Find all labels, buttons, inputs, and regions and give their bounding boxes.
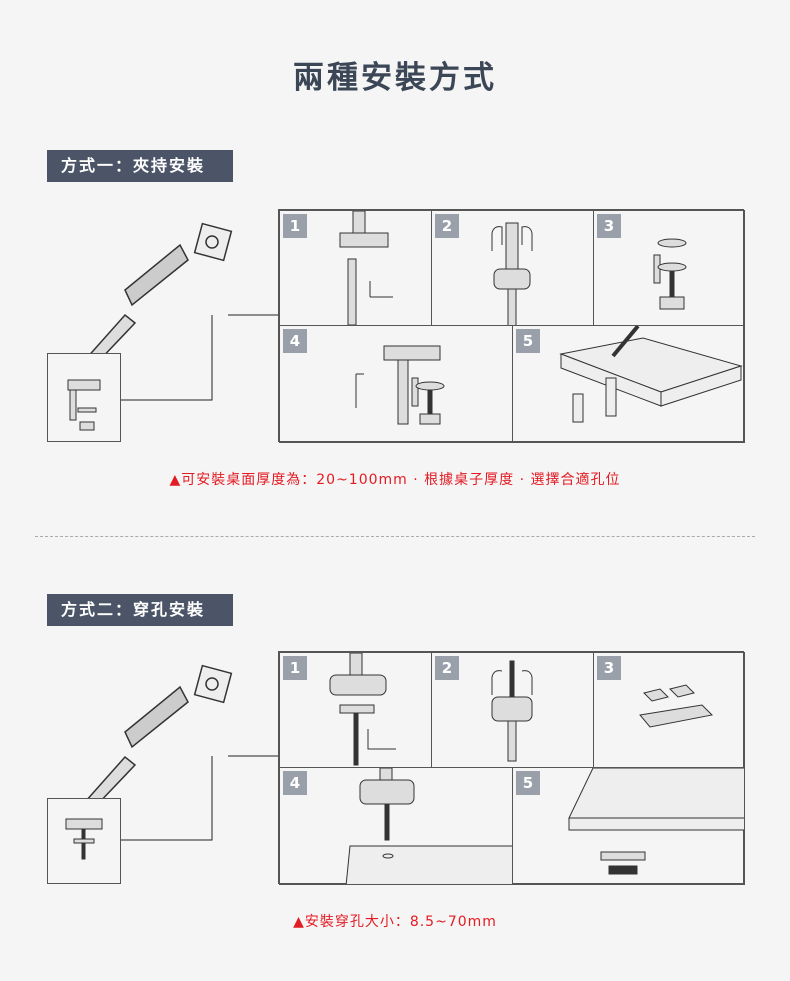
- method1-step-1: 1: [279, 210, 432, 326]
- bracket-illustration: [491, 222, 533, 325]
- clamp-base-illustration: [339, 211, 393, 325]
- clamp-assembly-illustration: [355, 345, 445, 425]
- method2-step-1: 1: [279, 652, 432, 768]
- method1-step-2: 2: [431, 210, 594, 326]
- step-number: 4: [283, 329, 307, 353]
- method1-note: ▲可安裝桌面厚度為：20~100mm · 根據桌子厚度 · 選擇合適孔位: [169, 472, 621, 488]
- step-number: 5: [516, 329, 540, 353]
- method1-step-3: 3: [593, 210, 745, 326]
- method1-label: 方式一：夾持安裝: [47, 150, 233, 182]
- desk-clamp-illustration: [559, 326, 743, 423]
- method2-note: ▲安裝穿孔大小：8.5~70mm: [293, 914, 497, 930]
- method2-label: 方式二：穿孔安裝: [47, 594, 233, 626]
- section-divider: [35, 536, 755, 537]
- method2-thumbnail: [47, 798, 121, 884]
- method2-step-5: 5: [512, 767, 745, 885]
- step-number: 4: [283, 771, 307, 795]
- bracket-bolt-illustration: [491, 660, 533, 762]
- step-number: 1: [283, 656, 307, 680]
- clamp-icon: [67, 379, 101, 431]
- step-number: 2: [435, 214, 459, 238]
- method2-step-3: 3: [593, 652, 745, 768]
- method1-thumbnail: [47, 353, 121, 442]
- through-hole-icon: [65, 818, 103, 860]
- step-number: 3: [597, 656, 621, 680]
- method1-step-4: 4: [279, 325, 513, 443]
- clamp-plate-illustration: [653, 238, 687, 310]
- method1-steps-grid: 1 2 3 4 5: [278, 209, 745, 443]
- method2-step-4: 4: [279, 767, 513, 885]
- method2-step-2: 2: [431, 652, 594, 768]
- plates-illustration: [639, 684, 714, 728]
- base-bolt-illustration: [329, 653, 396, 766]
- page-title: 兩種安裝方式: [293, 60, 497, 96]
- step-number: 2: [435, 656, 459, 680]
- step-number: 1: [283, 214, 307, 238]
- under-desk-illustration: [568, 768, 744, 875]
- method1-step-5: 5: [512, 325, 745, 443]
- desk-hole-illustration: [345, 768, 512, 884]
- method2-arm-illustration: [79, 664, 286, 841]
- step-number: 3: [597, 214, 621, 238]
- method2-steps-grid: 1 2 3 4 5: [278, 651, 745, 885]
- step-number: 5: [516, 771, 540, 795]
